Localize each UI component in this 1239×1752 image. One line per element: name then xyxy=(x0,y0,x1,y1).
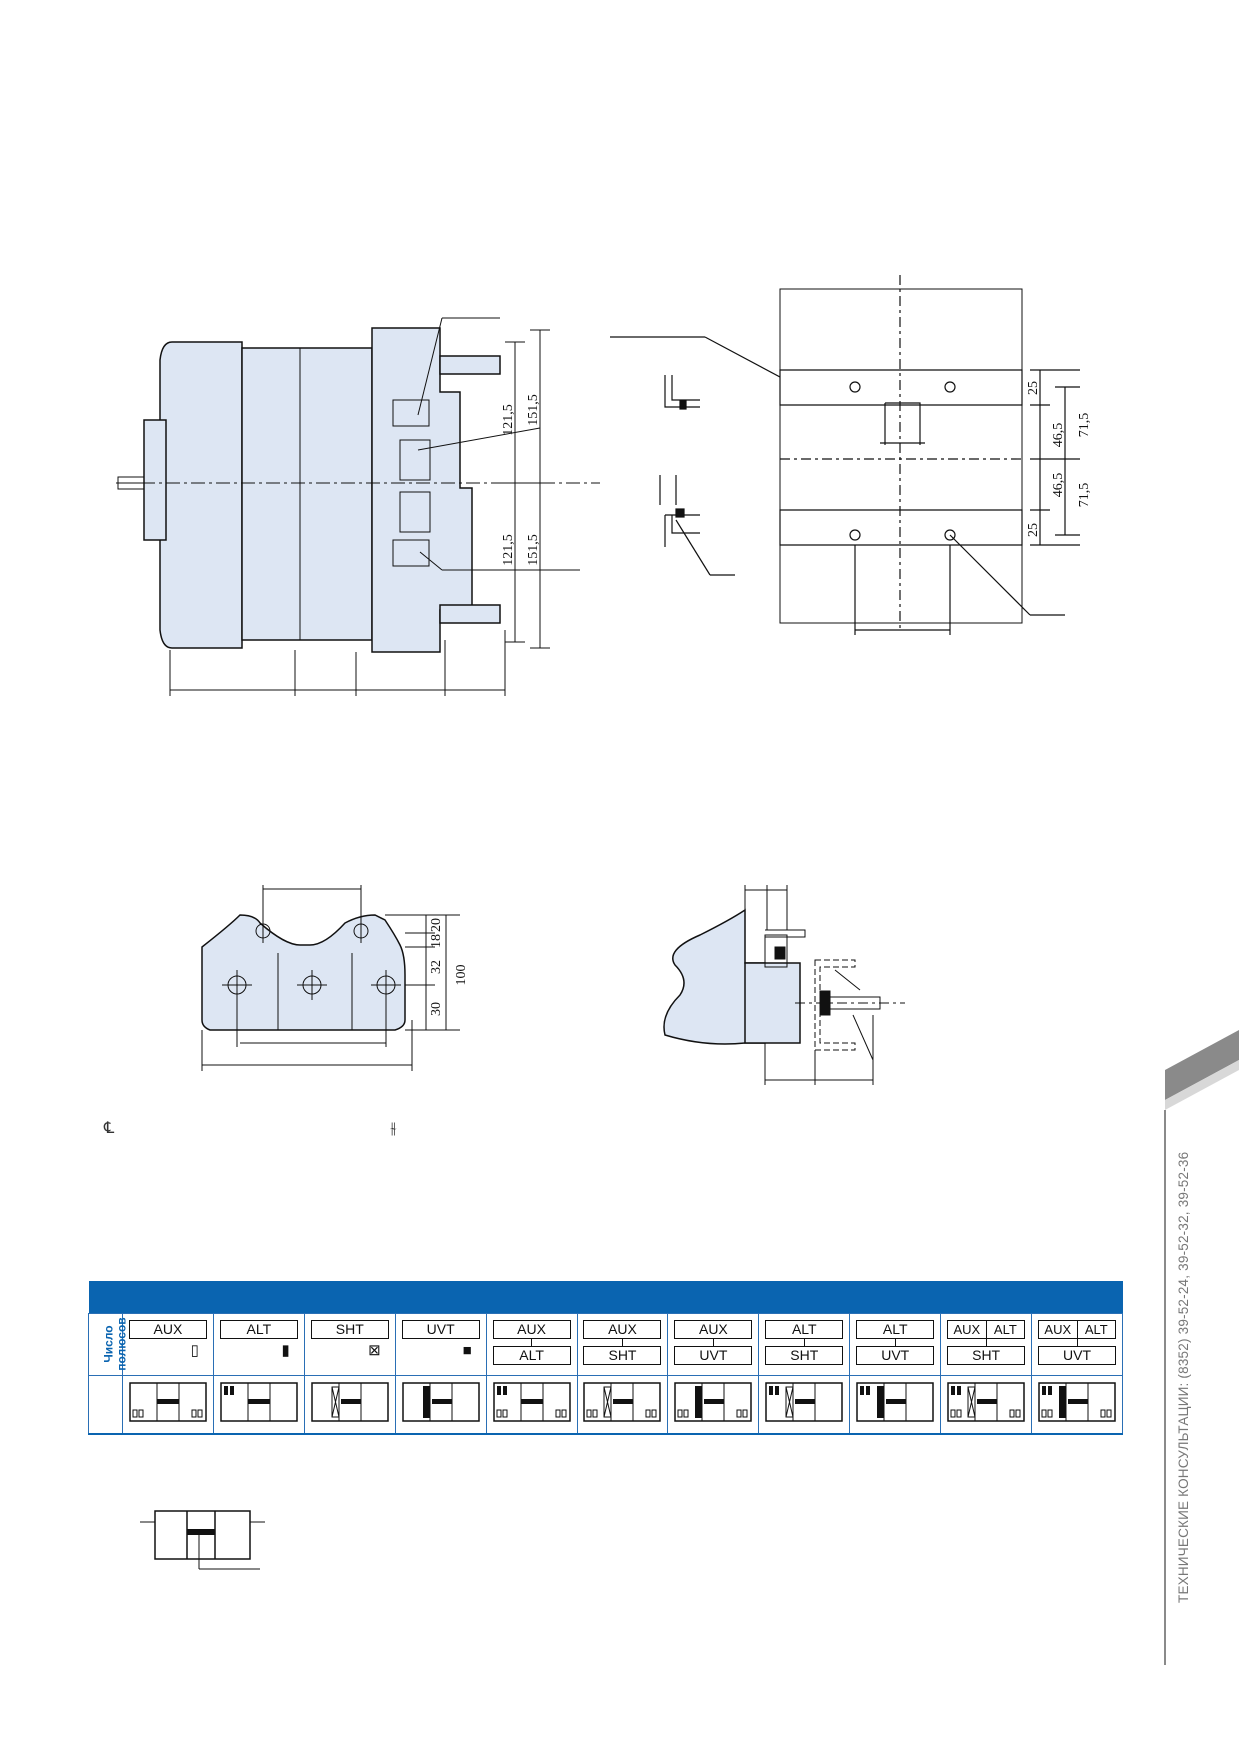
sidebar-corner-tab xyxy=(1165,1030,1239,1110)
label-bottom: ALT xyxy=(492,1346,571,1365)
col-aux-uvt: AUX UVT xyxy=(667,1313,760,1376)
schematic-aux-alt-uvt xyxy=(1031,1375,1123,1435)
label-bottom: SHT xyxy=(583,1346,662,1365)
label-alt: ALT xyxy=(219,1320,298,1339)
schematic-empty xyxy=(88,1375,123,1435)
schematic-uvt xyxy=(394,1375,487,1435)
label-bottom: UVT xyxy=(856,1346,935,1365)
table-header-bar xyxy=(88,1281,1123,1314)
dim-25-lower: 25 xyxy=(1026,523,1041,537)
dim-71-5-lower: 71,5 xyxy=(1077,483,1092,508)
label-top-b: ALT xyxy=(985,1321,1025,1338)
dim-46-5-lower: 46,5 xyxy=(1051,473,1066,498)
dim-46-5-upper: 46,5 xyxy=(1051,423,1066,448)
schematic-aux-alt xyxy=(485,1375,578,1435)
dim-100: 100 xyxy=(454,965,469,986)
label-top-pair: AUX ALT xyxy=(1038,1320,1117,1339)
label-bottom: SHT xyxy=(765,1346,844,1365)
dim-30: 30 xyxy=(429,1002,444,1016)
dim-151-5-upper: 151,5 xyxy=(526,394,541,426)
sht-glyph: ⊠ xyxy=(368,1342,381,1359)
col-aux-alt: AUX ALT xyxy=(485,1313,578,1376)
schematic-aux-uvt xyxy=(667,1375,760,1435)
label-top-pair: AUX ALT xyxy=(947,1320,1026,1339)
col-aux-sht: AUX SHT xyxy=(576,1313,669,1376)
label-top: ALT xyxy=(856,1320,935,1339)
label-sht: SHT xyxy=(310,1320,389,1339)
label-bottom: SHT xyxy=(947,1346,1026,1365)
label-top: AUX xyxy=(674,1320,753,1339)
schematic-alt-uvt xyxy=(849,1375,942,1435)
label-bottom: UVT xyxy=(1038,1346,1117,1365)
aux-glyph: ▯ xyxy=(190,1342,199,1359)
dim-20: 20 xyxy=(429,918,444,932)
schematic-sht xyxy=(303,1375,396,1435)
mounting-symbol: ⫳ xyxy=(390,1118,397,1137)
schematic-alt xyxy=(212,1375,305,1435)
terminal-cover-drawing xyxy=(663,885,905,1085)
label-top-a: AUX xyxy=(1044,1322,1072,1337)
dim-18: 18 xyxy=(429,934,444,948)
label-uvt: UVT xyxy=(401,1320,480,1339)
label-top-b: ALT xyxy=(1076,1321,1116,1338)
schematic-alt-sht xyxy=(758,1375,851,1435)
label-top-a: AUX xyxy=(953,1322,981,1337)
schematic-aux xyxy=(122,1375,214,1435)
label-top: AUX xyxy=(492,1320,571,1339)
label-top: ALT xyxy=(765,1320,844,1339)
col-aux: AUX ▯ xyxy=(122,1313,214,1376)
label-aux: AUX xyxy=(128,1320,207,1339)
alt-glyph: ▮ xyxy=(281,1342,290,1359)
centerline-symbol: ℄ xyxy=(104,1118,115,1137)
col-alt-sht: ALT SHT xyxy=(758,1313,851,1376)
schematic-aux-sht xyxy=(576,1375,669,1435)
front-plate-drawing: 20 18 32 30 100 xyxy=(201,885,469,1071)
col-aux-alt-sht: AUX ALT SHT xyxy=(940,1313,1033,1376)
dim-25-upper: 25 xyxy=(1026,381,1041,395)
col-alt-uvt: ALT UVT xyxy=(849,1313,942,1376)
col-uvt: UVT ■ xyxy=(394,1313,487,1376)
label-bottom: UVT xyxy=(674,1346,753,1365)
col-sht: SHT ⊠ xyxy=(303,1313,396,1376)
dim-121-5-lower: 121,5 xyxy=(501,534,516,566)
dim-121-5-upper: 121,5 xyxy=(501,404,516,436)
sidebar-rule xyxy=(1164,1110,1166,1665)
dim-151-5-lower: 151,5 xyxy=(526,534,541,566)
dim-71-5-upper: 71,5 xyxy=(1077,413,1092,438)
table-row-schematics xyxy=(88,1375,1123,1435)
sidebar-contact-text: ТЕХНИЧЕСКИЕ КОНСУЛЬТАЦИИ: (8352) 39-52-2… xyxy=(1176,1151,1191,1603)
schematic-aux-alt-sht xyxy=(940,1375,1033,1435)
col-alt: ALT ▮ xyxy=(212,1313,305,1376)
mounting-busbar-drawing: 25 71,5 46,5 46,5 71,5 25 xyxy=(610,275,1092,635)
col-aux-alt-uvt: AUX ALT UVT xyxy=(1031,1313,1123,1376)
uvt-glyph: ■ xyxy=(462,1342,472,1359)
label-top: AUX xyxy=(583,1320,662,1339)
dim-32: 32 xyxy=(429,960,444,974)
legend-schematic xyxy=(140,1510,265,1570)
breaker-side-view-drawing: 121,5 151,5 121,5 151,5 xyxy=(116,317,600,696)
